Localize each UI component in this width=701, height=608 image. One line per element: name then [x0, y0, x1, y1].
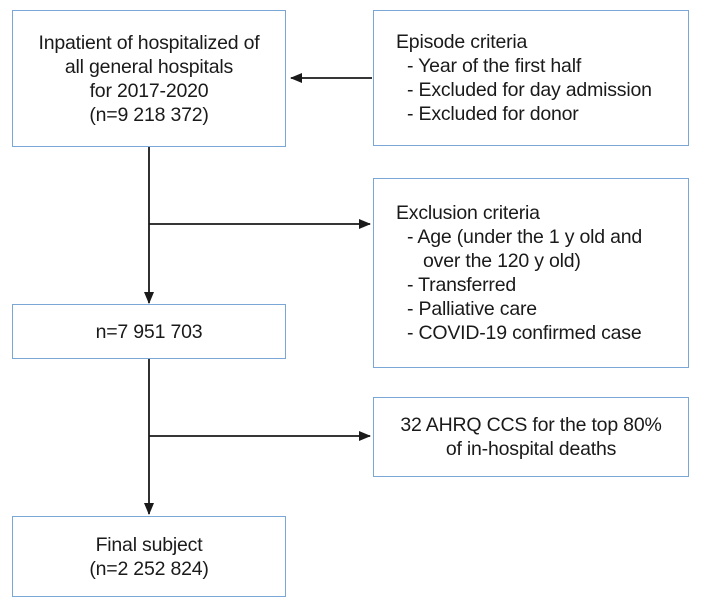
- exclusion-criteria-item: - Palliative care: [407, 298, 537, 320]
- inpatient-count: (n=9 218 372): [89, 103, 209, 126]
- exclusion-criteria-item: - COVID-19 confirmed case: [407, 322, 642, 344]
- final-subject-box: Final subject (n=2 252 824): [12, 516, 286, 597]
- intermediate-count-box: n=7 951 703: [12, 304, 286, 359]
- inpatient-line-2: all general hospitals: [64, 55, 234, 78]
- ahrq-ccs-box: 32 AHRQ CCS for the top 80% of in-hospit…: [373, 397, 689, 477]
- final-subject-count: (n=2 252 824): [89, 557, 209, 580]
- ahrq-line-2: of in-hospital deaths: [445, 438, 617, 460]
- inpatient-line-3: for 2017-2020: [89, 79, 209, 102]
- episode-criteria-item: - Excluded for day admission: [407, 79, 652, 101]
- ahrq-line-1: 32 AHRQ CCS for the top 80%: [400, 414, 662, 436]
- exclusion-criteria-heading: Exclusion criteria: [396, 202, 540, 224]
- episode-criteria-box: Episode criteria - Year of the first hal…: [373, 10, 689, 146]
- episode-criteria-heading: Episode criteria: [396, 31, 528, 53]
- episode-criteria-item: - Year of the first half: [407, 55, 582, 77]
- exclusion-criteria-box: Exclusion criteria - Age (under the 1 y …: [373, 178, 689, 368]
- exclusion-criteria-item-continued: over the 120 y old): [423, 250, 581, 272]
- final-subject-label: Final subject: [95, 533, 203, 556]
- exclusion-criteria-item: - Transferred: [407, 274, 517, 296]
- episode-criteria-item: - Excluded for donor: [407, 103, 579, 125]
- inpatient-line-1: Inpatient of hospitalized of: [38, 31, 260, 54]
- inpatient-box: Inpatient of hospitalized of all general…: [12, 10, 286, 147]
- intermediate-count: n=7 951 703: [95, 320, 203, 343]
- exclusion-criteria-item: - Age (under the 1 y old and: [407, 226, 643, 248]
